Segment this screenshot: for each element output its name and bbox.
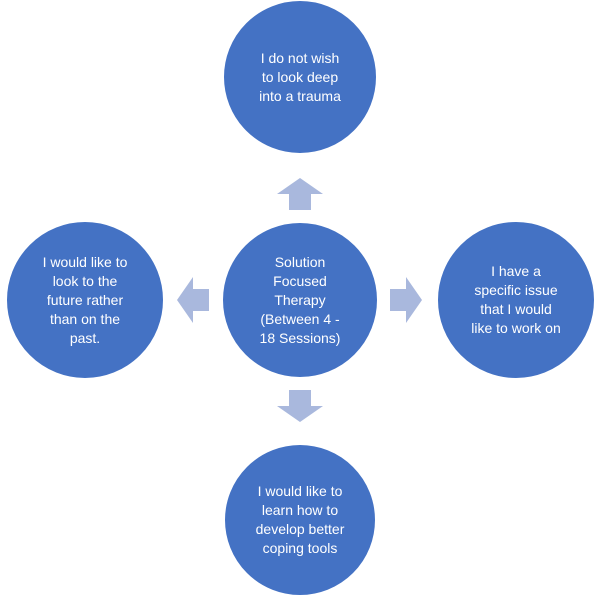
arrow-left-icon: [177, 277, 209, 323]
right-node-text: I have a specific issue that I would lik…: [471, 263, 561, 336]
arrow-down-shape: [277, 390, 323, 422]
top-node-text: I do not wish to look deep into a trauma: [259, 49, 341, 104]
left-node-text: I would like to look to the future rathe…: [42, 253, 128, 346]
center-node-text: Solution Focused Therapy (Between 4 - 18…: [259, 253, 341, 346]
left-node-future-focus: I would like to look to the future rathe…: [6, 221, 164, 379]
center-node-solution-focused-therapy: Solution Focused Therapy (Between 4 - 18…: [222, 222, 378, 378]
arrow-right-icon: [390, 277, 422, 323]
arrow-down-icon: [277, 390, 323, 422]
top-node-no-trauma: I do not wish to look deep into a trauma: [223, 0, 377, 154]
arrow-left-shape: [177, 277, 209, 323]
bottom-node-coping-tools: I would like to learn how to develop bet…: [224, 444, 376, 596]
arrow-up-shape: [277, 178, 323, 210]
arrow-up-icon: [277, 178, 323, 210]
arrow-right-shape: [390, 277, 422, 323]
right-node-specific-issue: I have a specific issue that I would lik…: [437, 221, 595, 379]
bottom-node-text: I would like to learn how to develop bet…: [255, 483, 345, 556]
